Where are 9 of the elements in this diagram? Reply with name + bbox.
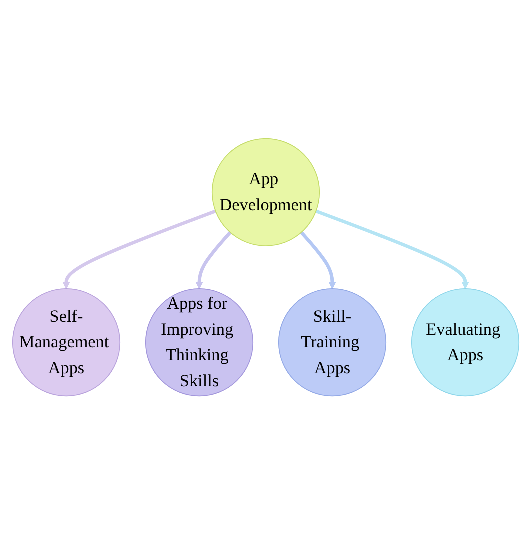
arrow — [62, 210, 216, 290]
node-circle: App Development — [212, 138, 320, 246]
node-circle: Skill-Training Apps — [278, 288, 387, 397]
arrow — [300, 231, 336, 290]
arrow — [316, 210, 470, 290]
arrow — [196, 231, 232, 290]
node-circle: Self-Management Apps — [12, 288, 121, 397]
node-circle: Apps for Improving Thinking Skills — [145, 288, 254, 397]
node-circle: Evaluating Apps — [411, 288, 520, 397]
